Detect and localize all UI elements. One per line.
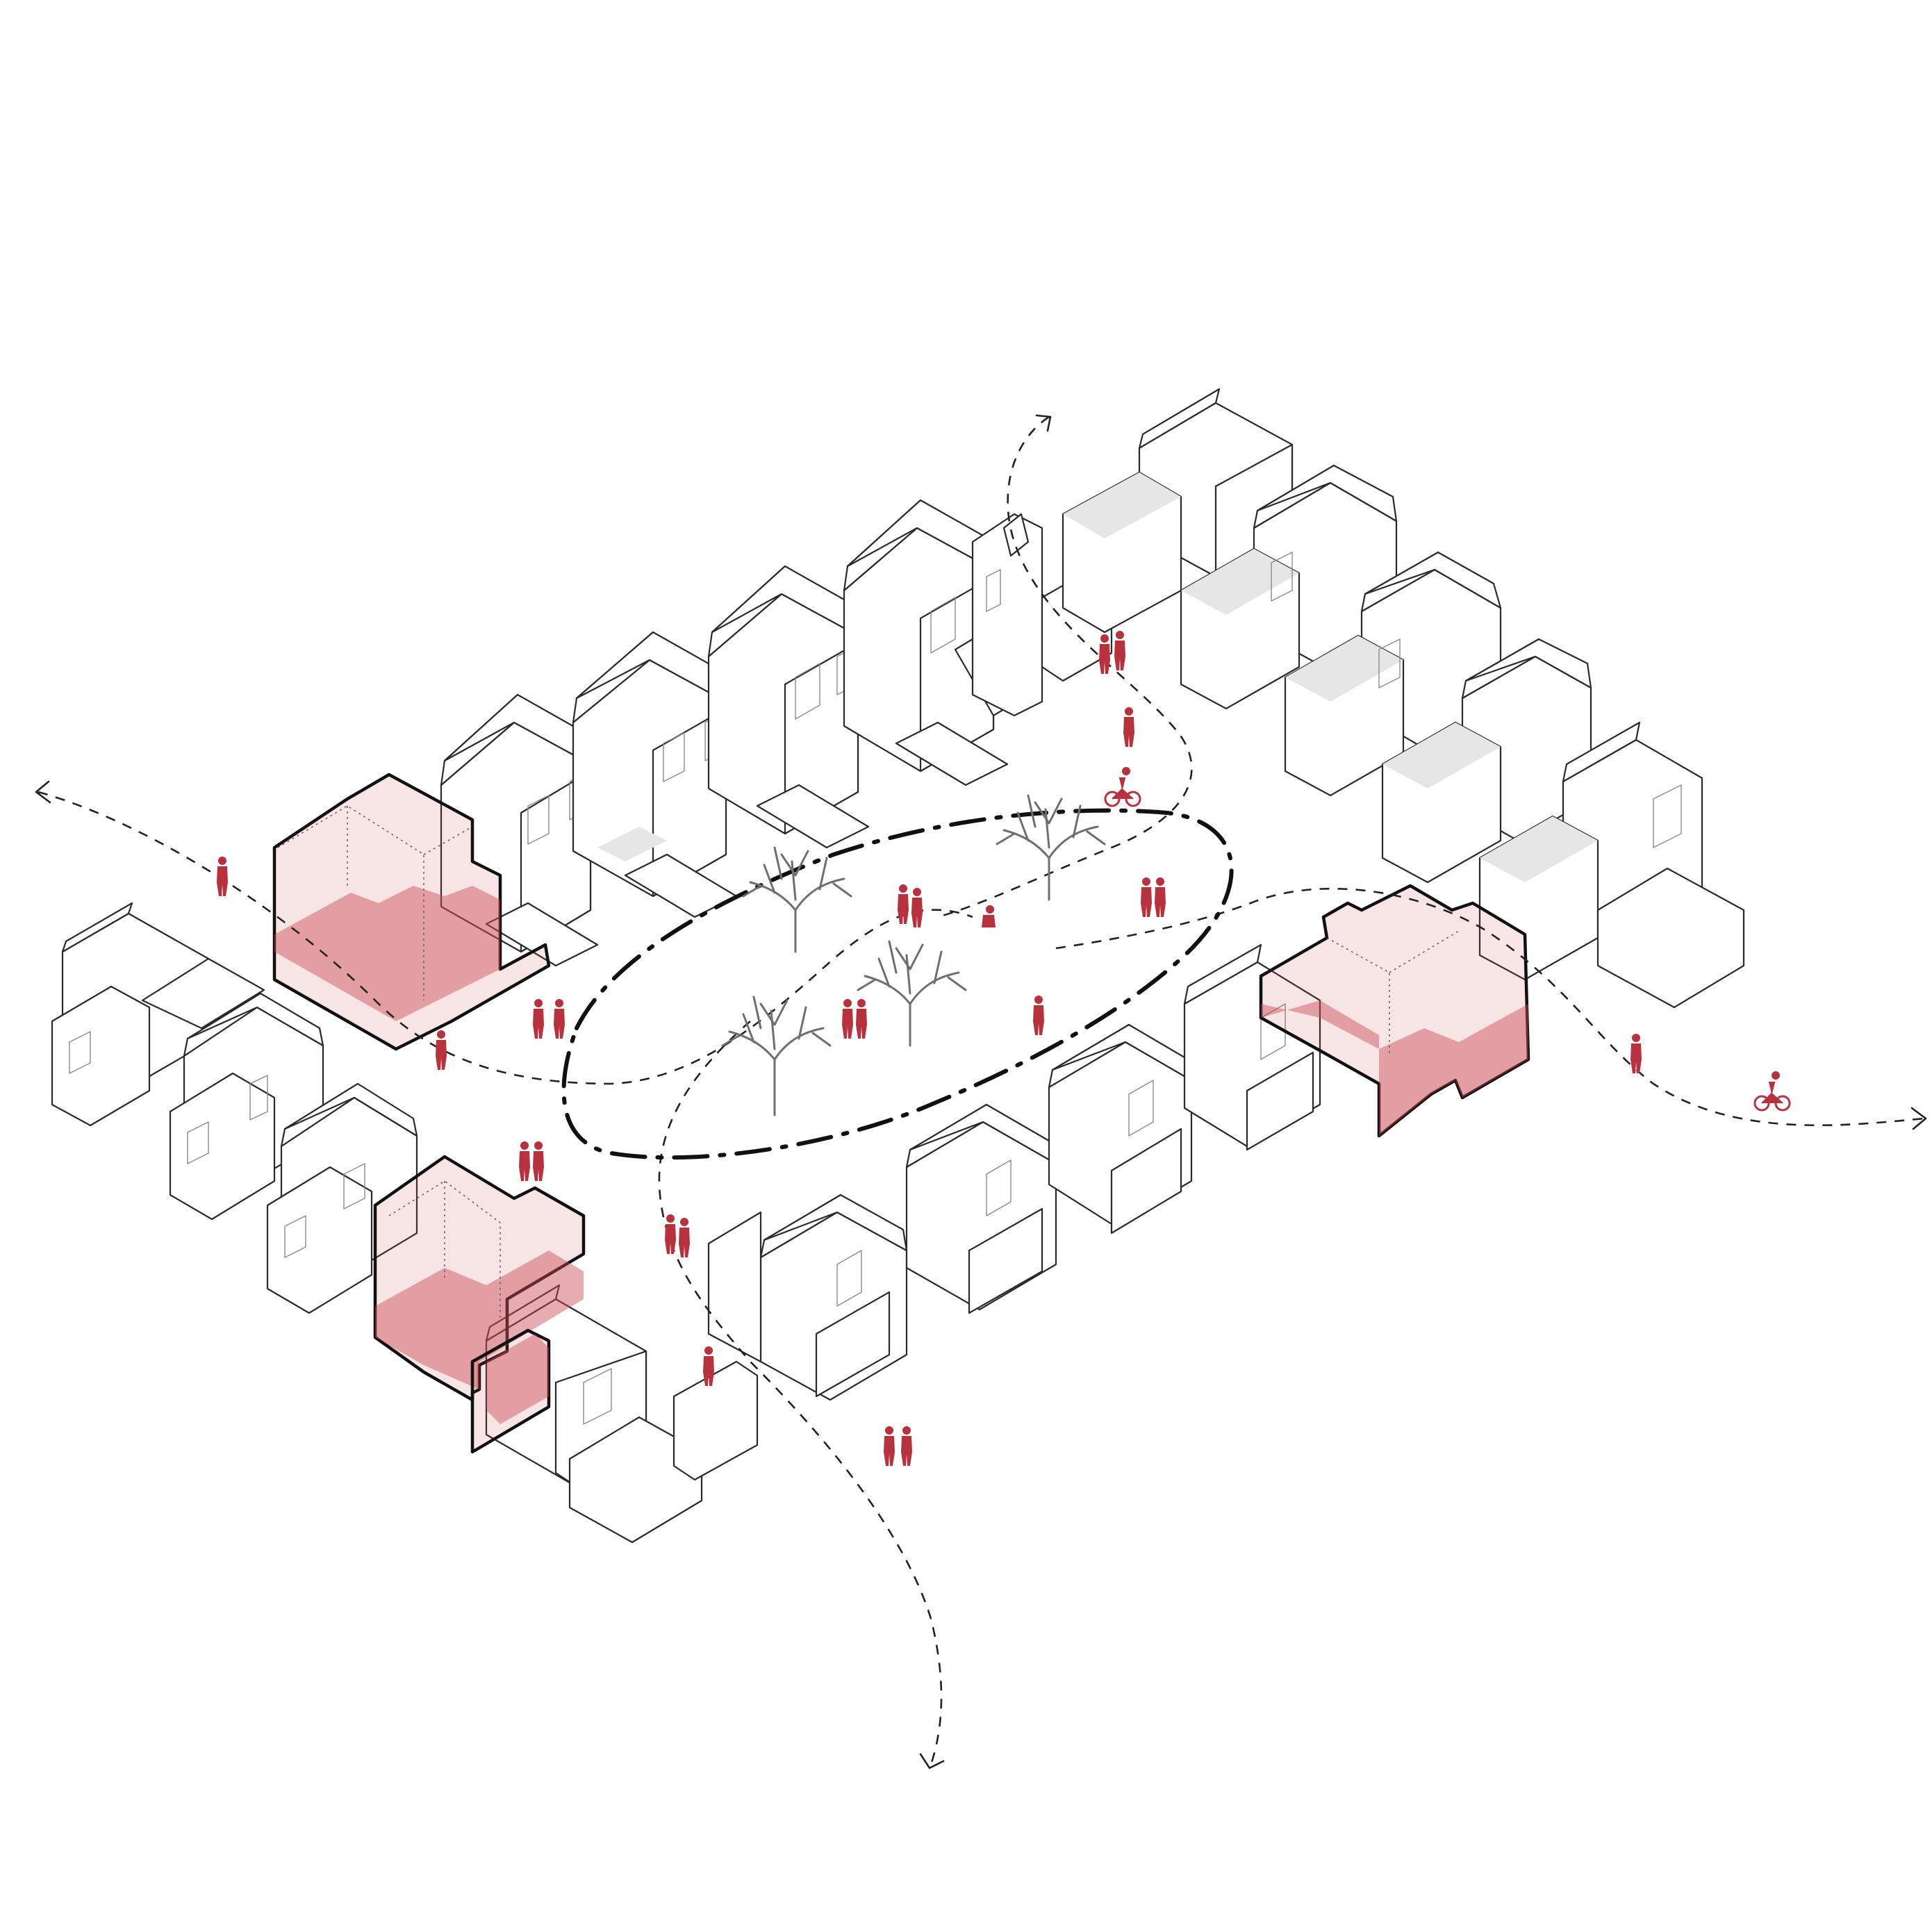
arrowhead-west <box>35 780 51 804</box>
east-house-1 <box>1062 388 1294 634</box>
person <box>1114 631 1125 670</box>
highlighted-house-east <box>1259 884 1530 1138</box>
person <box>533 999 544 1039</box>
highlighted-house-west <box>373 1155 586 1454</box>
north-house-4 <box>707 565 870 849</box>
person <box>856 999 867 1039</box>
person <box>884 1426 895 1466</box>
person <box>1033 996 1044 1035</box>
person <box>519 1141 530 1181</box>
cyclist <box>1104 767 1141 807</box>
person <box>982 905 996 927</box>
person <box>901 1426 912 1466</box>
route-east <box>1055 887 1925 1127</box>
person <box>554 999 565 1039</box>
west-terrace <box>51 902 759 1544</box>
west-house-1 <box>51 902 265 1127</box>
east-house-5 <box>1478 721 1745 1009</box>
south-house-2 <box>905 1103 1057 1314</box>
route-west <box>38 791 973 1085</box>
person <box>911 888 923 927</box>
route-north <box>937 415 1193 918</box>
south-house-3 <box>1048 1023 1193 1235</box>
west-house-5 <box>485 1284 759 1544</box>
tree-2 <box>996 794 1106 901</box>
person <box>217 857 228 896</box>
person <box>1123 707 1134 747</box>
person <box>679 1218 690 1257</box>
person <box>898 884 909 924</box>
person <box>703 1346 714 1386</box>
south-house-4 <box>1183 943 1321 1151</box>
person <box>1630 1034 1642 1073</box>
people <box>217 631 1642 1466</box>
arrowhead-south <box>919 1753 945 1769</box>
tree-4 <box>721 996 832 1116</box>
person <box>1099 634 1110 674</box>
cyclist <box>1753 1071 1791 1112</box>
north-house-3 <box>572 631 738 918</box>
pedestrian-routes <box>35 414 1927 1769</box>
person <box>1155 877 1166 917</box>
east-house-4 <box>1381 638 1592 884</box>
highlighted-house-north <box>272 773 551 1051</box>
person <box>533 1141 544 1181</box>
tree-3 <box>857 940 967 1047</box>
east-house-2 <box>1180 464 1398 710</box>
east-house-3 <box>1284 551 1502 797</box>
tree-1 <box>742 846 852 953</box>
route-south <box>658 1021 943 1765</box>
person <box>436 1030 447 1070</box>
north-terrace <box>440 499 1113 967</box>
west-house-3 <box>266 1082 418 1314</box>
east-terrace <box>1062 388 1745 1009</box>
person <box>842 999 853 1039</box>
person <box>665 1214 676 1254</box>
arrowhead-north <box>1035 414 1052 432</box>
south-house-1 <box>707 1194 908 1401</box>
central-loop <box>561 808 1234 1160</box>
person <box>1141 877 1152 917</box>
south-terrace <box>707 943 1321 1401</box>
arrowhead-east <box>1910 1107 1927 1130</box>
